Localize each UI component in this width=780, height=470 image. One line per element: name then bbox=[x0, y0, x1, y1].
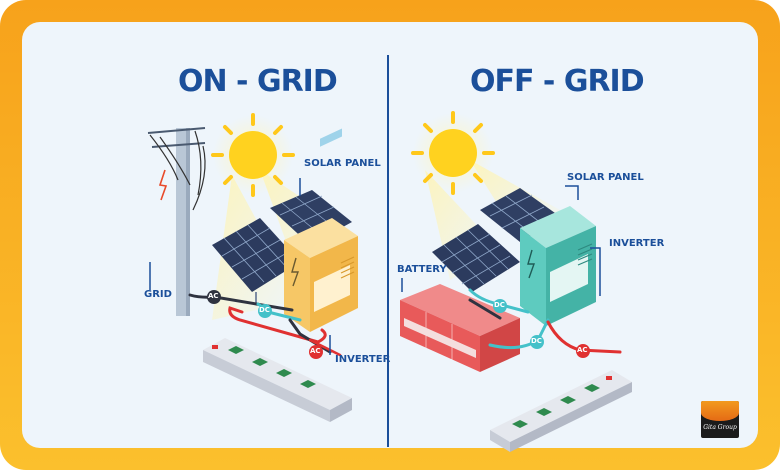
diagram-card bbox=[22, 22, 758, 448]
section-divider bbox=[387, 55, 389, 447]
logo-text: Gita Group bbox=[703, 424, 737, 431]
logo-emblem bbox=[701, 401, 739, 421]
callout-lines bbox=[149, 178, 601, 355]
dc-connector-off-2 bbox=[530, 335, 544, 349]
label-inverter-on: INVERTER bbox=[335, 354, 391, 365]
dc-connector-on bbox=[258, 304, 272, 318]
ac-connector-on bbox=[207, 290, 221, 304]
label-dc-off: DC bbox=[494, 301, 505, 309]
label-dc-off-2: DC bbox=[531, 337, 542, 345]
off-grid-title: OFF - GRID bbox=[470, 64, 645, 99]
on-grid-title: ON - GRID bbox=[178, 64, 338, 99]
label-inverter-off: INVERTER bbox=[609, 238, 665, 249]
label-ac-on-2: AC bbox=[310, 347, 321, 355]
label-solar-panel-on: SOLAR PANEL bbox=[304, 158, 381, 169]
utility-pole bbox=[147, 127, 206, 316]
dc-connector-off bbox=[493, 299, 507, 313]
label-solar-panel-off: SOLAR PANEL bbox=[567, 172, 644, 183]
label-ac-off: AC bbox=[577, 346, 588, 354]
batteries-off-grid bbox=[400, 284, 520, 372]
label-ac-on: AC bbox=[208, 292, 219, 300]
ac-connector-off bbox=[576, 344, 590, 358]
power-strip-on-grid bbox=[203, 338, 352, 422]
label-battery: BATTERY bbox=[397, 264, 447, 275]
company-logo: Gita Group bbox=[701, 401, 739, 438]
inverter-on-grid bbox=[284, 128, 358, 332]
label-grid: GRID bbox=[144, 289, 172, 300]
inverter-off-grid bbox=[520, 206, 596, 326]
power-strip-off-grid bbox=[490, 370, 632, 452]
ac-connector-on-2 bbox=[309, 345, 323, 359]
label-dc-on: DC bbox=[259, 306, 270, 314]
